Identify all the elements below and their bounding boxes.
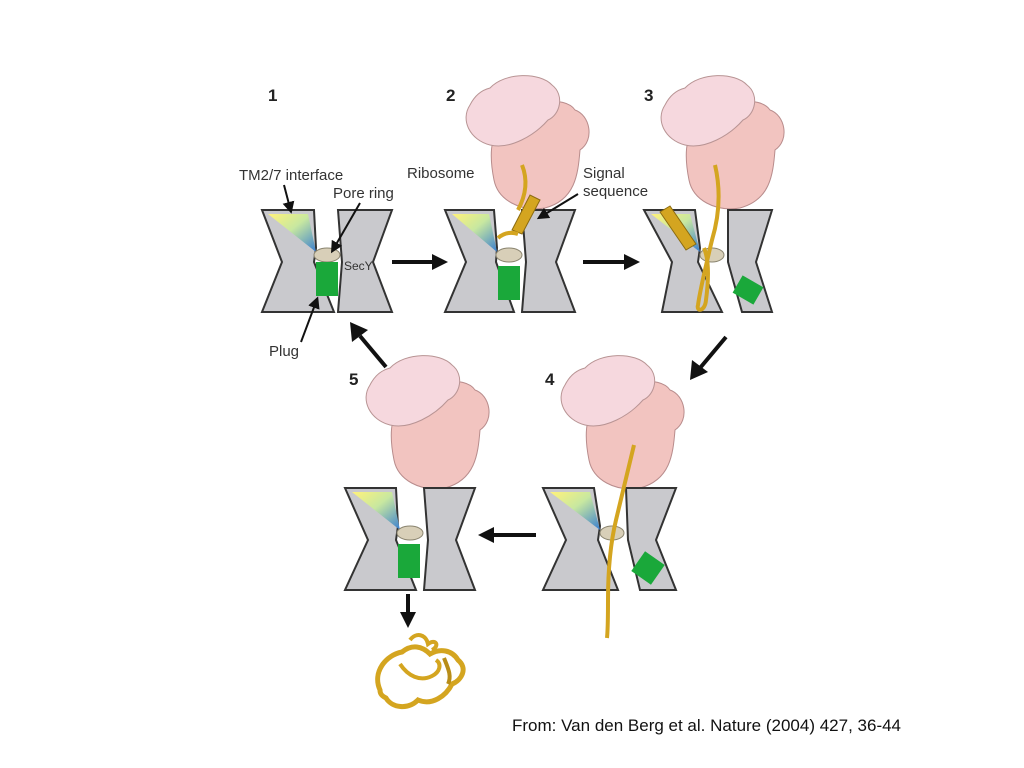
nascent-chain-loop <box>695 164 721 312</box>
arrow-1-to-2 <box>392 254 448 270</box>
pore-ring <box>313 247 341 263</box>
step-number-4: 4 <box>545 370 555 389</box>
nascent-chain <box>516 164 528 211</box>
panel-5: 5 <box>343 355 490 591</box>
arrow-3-to-4 <box>690 335 728 380</box>
pore-ring-label: Pore ring <box>333 185 394 202</box>
step-number-3: 3 <box>644 86 653 105</box>
plug-displaced <box>631 551 665 585</box>
panel-4: 4 <box>541 355 685 639</box>
tm-interface-gradient <box>268 214 316 252</box>
tm-interface-label: TM2/7 interface <box>239 167 343 184</box>
step-number-1: 1 <box>268 86 277 105</box>
ribosome-small-subunit <box>660 75 756 147</box>
nascent-chain-translocating <box>605 444 636 639</box>
pore-ring <box>396 525 424 541</box>
panel-1: 1 TM2/7 interface Pore ring SecY Plug <box>239 86 394 360</box>
folded-protein-ribbon <box>375 633 466 709</box>
plug <box>398 544 420 578</box>
plug-label: Plug <box>269 343 299 360</box>
arrow-4-to-5 <box>478 527 536 543</box>
ribosome-small-subunit <box>560 355 656 427</box>
signal-label-line2: sequence <box>583 183 648 200</box>
ribosome-small-subunit <box>465 75 561 147</box>
plug <box>498 266 520 300</box>
ribosome-small-subunit <box>365 355 461 427</box>
panel-3: 3 <box>642 75 785 313</box>
arrow-5-to-1 <box>350 322 388 369</box>
pore-ring-pointer-arrow <box>330 202 361 254</box>
tm-interface-gradient <box>352 492 400 530</box>
tm-interface-gradient <box>452 214 497 252</box>
pore-ring <box>495 247 523 263</box>
panel-2: 2 Ribosome Signal sequence <box>407 75 648 313</box>
signal-pointer-arrow <box>536 193 579 220</box>
arrow-2-to-3 <box>583 254 640 270</box>
signal-sequence-helix <box>659 205 697 251</box>
step-number-2: 2 <box>446 86 455 105</box>
tm-interface-gradient <box>550 492 600 530</box>
secy-right-half <box>520 209 577 313</box>
signal-sequence-helix <box>511 194 541 235</box>
tm-pointer-arrow <box>282 184 295 214</box>
secy-right-half <box>422 487 477 591</box>
citation-text: From: Van den Berg et al. Nature (2004) … <box>512 716 902 735</box>
secy-label: SecY <box>344 259 373 273</box>
signal-label-line1: Signal <box>583 165 625 182</box>
ribosome-label: Ribosome <box>407 165 475 182</box>
plug <box>316 262 338 296</box>
plug-displaced <box>732 275 764 305</box>
plug-pointer-arrow <box>300 296 320 343</box>
secy-right-half <box>336 209 394 313</box>
arrow-to-folded-protein <box>400 594 416 628</box>
step-number-5: 5 <box>349 370 358 389</box>
